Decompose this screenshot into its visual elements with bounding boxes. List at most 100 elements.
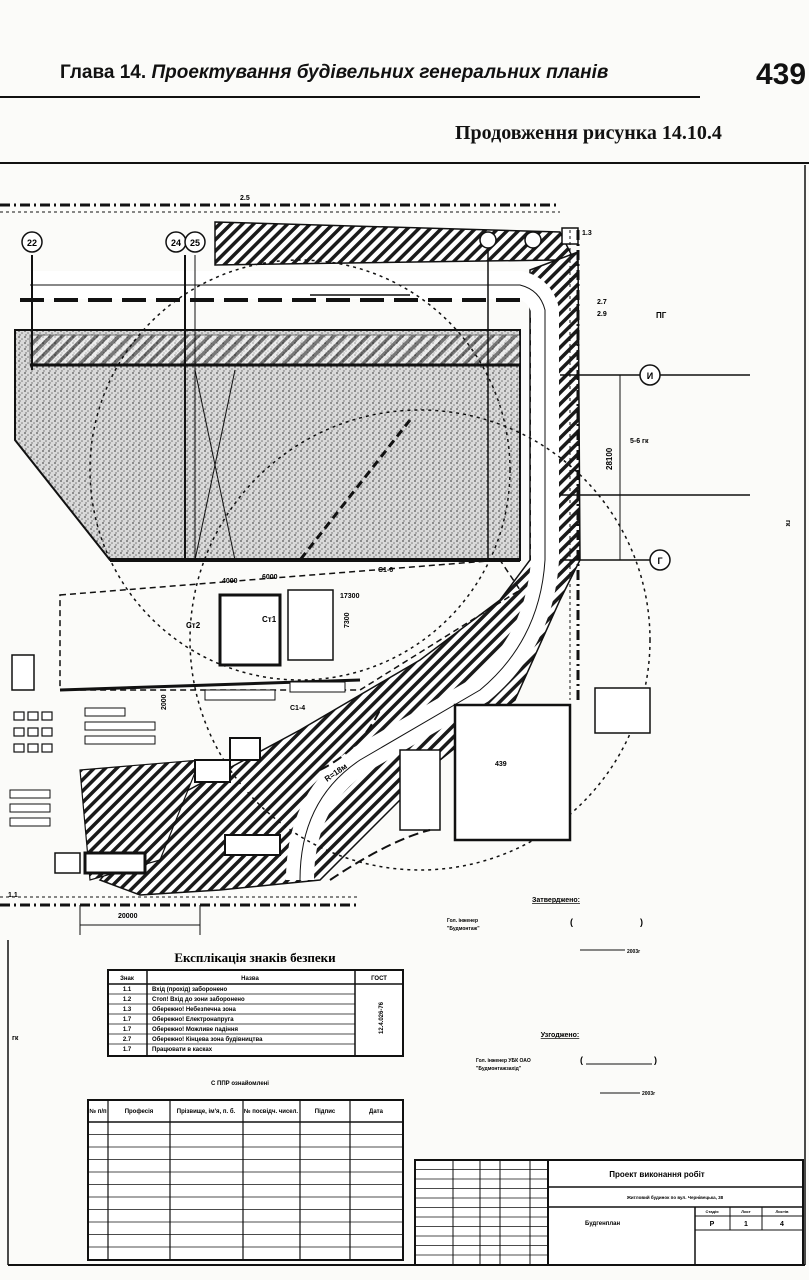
svg-text:Стоп! Вхід до зони заборонено: Стоп! Вхід до зони заборонено <box>152 996 245 1003</box>
svg-text:И: И <box>647 371 653 381</box>
legend-row: 2.7 Обережно! Кінцева зона будівництва <box>123 1036 263 1043</box>
svg-text:(: ( <box>580 1055 583 1065</box>
dimension-20000: 20000 <box>118 913 138 920</box>
legend-caption: Експлікація знаків безпеки <box>174 950 336 965</box>
svg-text:Г: Г <box>657 556 662 566</box>
svg-text:Листів: Листів <box>775 1209 789 1214</box>
svg-text:Затверджено:: Затверджено: <box>532 897 580 904</box>
svg-text:"Будмонтаж": "Будмонтаж" <box>447 926 480 932</box>
hatched-zone-top <box>214 221 577 266</box>
svg-text:22: 22 <box>27 238 37 248</box>
level-1-1: 1.1 <box>8 892 18 899</box>
svg-text:№ п/п: № п/п <box>89 1108 107 1115</box>
dimension-2000: 2000 <box>161 694 168 710</box>
title-block-project-title: Проект виконання робіт <box>609 1170 705 1179</box>
title-block-sheet-name: Будгенплан <box>585 1221 620 1227</box>
chapter-title: Проектування будівельних генеральних пла… <box>151 62 609 83</box>
svg-text:1.1: 1.1 <box>123 987 132 993</box>
level-2-5: 2.5 <box>240 195 250 202</box>
legend-row: 1.1 Вхід (прохід) заборонено <box>123 986 228 993</box>
label-c1-4: С1-4 <box>290 705 305 712</box>
svg-text:2003г: 2003г <box>627 949 640 955</box>
dimension-6000: 6000 <box>262 574 278 581</box>
title-block: Проект виконання робіт Житловий будинок … <box>414 1159 804 1266</box>
svg-text:"Будмонтажзахід": "Будмонтажзахід" <box>476 1066 522 1072</box>
axis-marker-22: 22 <box>21 231 43 253</box>
svg-text:Лист: Лист <box>741 1209 750 1214</box>
title-block-stage: Р <box>710 1221 715 1228</box>
svg-text:№ посвідч. чисел.: № посвідч. чисел. <box>244 1108 299 1115</box>
hatched-zone-left <box>79 759 201 881</box>
axis-marker-g: Г <box>649 549 671 571</box>
figure-continuation-title: Продовження рисунка 14.10.4 <box>455 122 722 144</box>
drawing-top-border <box>0 162 809 164</box>
svg-text:Дата: Дата <box>369 1109 384 1115</box>
svg-text:Узгоджено:: Узгоджено: <box>541 1032 580 1039</box>
title-block-sheet: 1 <box>744 1221 748 1228</box>
level-2-7: 2.7 <box>597 299 607 306</box>
axis-marker-i: И <box>639 364 661 386</box>
svg-text:Гол. інженер: Гол. інженер <box>447 918 478 924</box>
legend-table: Знак Назва ГОСТ 1.1 Вхід (прохід) заборон… <box>107 969 404 1057</box>
svg-text:Назва: Назва <box>241 976 259 982</box>
title-block-sheets: 4 <box>780 1221 784 1228</box>
level-2-9: 2.9 <box>597 311 607 318</box>
svg-text:(: ( <box>570 917 573 927</box>
label-st1: Ст1 <box>262 615 277 624</box>
approval-block-agreed: Узгоджено: Гол. інженер УБК ОАО "Будмонт… <box>476 1032 657 1097</box>
svg-text:): ) <box>640 917 643 927</box>
level-1-3: 1.3 <box>582 230 592 237</box>
legend-gost: 12.4.026-76 <box>379 1001 385 1034</box>
svg-text:1.3: 1.3 <box>123 1007 132 1013</box>
axis-marker-24: 24 <box>165 231 187 253</box>
chapter-number: Глава 14. <box>60 62 147 83</box>
svg-text:24: 24 <box>171 238 181 248</box>
approval-block-approved: Затверджено: Гол. інженер "Будмонтаж" ( … <box>447 897 643 955</box>
svg-text:Вхід (прохід) заборонено: Вхід (прохід) заборонено <box>152 986 228 993</box>
legend-row: 1.7 Обережно! Електронапруга <box>123 1016 234 1023</box>
dimension-28100: 28100 <box>605 447 614 470</box>
label-gk: гк <box>12 1035 19 1042</box>
legend-row: 1.7 Обережно! Можливе падіння <box>123 1026 239 1033</box>
svg-text:Обережно! Кінцева зона будівни: Обережно! Кінцева зона будівництва <box>152 1036 263 1043</box>
svg-text:1.7: 1.7 <box>123 1017 132 1023</box>
header-rule <box>0 96 700 98</box>
svg-text:25: 25 <box>190 238 200 248</box>
title-block-object: Житловий будинок по вул. Чернівецька, 38 <box>626 1194 724 1200</box>
crane-reach-circle <box>89 259 511 681</box>
svg-text:1.7: 1.7 <box>123 1047 132 1053</box>
legend-row: 1.3 Обережно! Небезпечна зона <box>123 1006 237 1013</box>
dimension-label-gk: 5-6 гк <box>630 438 649 445</box>
svg-text:Гол. інженер УБК ОАО: Гол. інженер УБК ОАО <box>476 1058 531 1064</box>
svg-text:2003г: 2003г <box>642 1091 655 1097</box>
svg-text:ГОСТ: ГОСТ <box>371 976 387 982</box>
svg-text:Професія: Професія <box>125 1108 154 1115</box>
svg-text:Працювати в касках: Працювати в касках <box>152 1047 213 1053</box>
side-note: гк <box>784 520 791 527</box>
label-pg: ПГ <box>656 311 667 320</box>
legend-row: 1.7 Працювати в касках <box>123 1047 213 1053</box>
svg-text:Обережно! Можливе падіння: Обережно! Можливе падіння <box>152 1026 238 1033</box>
familiarization-caption: С ППР ознайомлені <box>211 1080 269 1087</box>
svg-text:1.7: 1.7 <box>123 1027 132 1033</box>
chapter-header: Глава 14. Проектування будівельних генер… <box>60 62 608 84</box>
familiarization-table: № п/п Професія Прізвище, ім'я, п. б. № п… <box>87 1099 404 1261</box>
svg-text:Підпис: Підпис <box>315 1109 336 1115</box>
dimension-4000: 4000 <box>222 578 238 585</box>
label-c1-6: С1-6 <box>378 567 393 574</box>
svg-text:Обережно! Електронапруга: Обережно! Електронапруга <box>152 1016 234 1023</box>
label-st2: Ст2 <box>186 621 201 630</box>
page-number: 439 <box>756 58 807 91</box>
danger-zone-circle <box>189 409 651 871</box>
svg-text:Знак: Знак <box>120 976 134 982</box>
svg-text:Прізвище, ім'я, п. б.: Прізвище, ім'я, п. б. <box>177 1108 236 1115</box>
svg-text:Стадія: Стадія <box>705 1209 719 1214</box>
svg-text:): ) <box>654 1055 657 1065</box>
dimension-17300: 17300 <box>340 593 360 600</box>
svg-text:2.7: 2.7 <box>123 1037 132 1043</box>
svg-text:Обережно! Небезпечна зона: Обережно! Небезпечна зона <box>152 1006 237 1013</box>
dimension-7300: 7300 <box>344 612 351 628</box>
legend-row: 1.2 Стоп! Вхід до зони заборонено <box>123 996 245 1003</box>
svg-text:1.2: 1.2 <box>123 997 132 1003</box>
